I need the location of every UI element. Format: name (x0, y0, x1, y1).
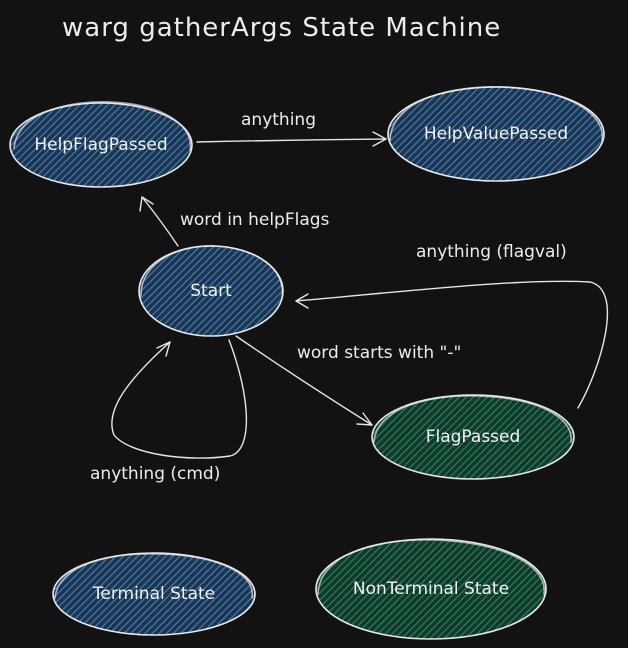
legend-terminal-label: Terminal State (92, 584, 215, 604)
edge-label-anything: anything (241, 110, 316, 130)
node-help-flag-passed: HelpFlagPassed (9, 100, 193, 188)
edge-label-anything-cmd: anything (cmd) (90, 464, 220, 484)
node-start: Start (138, 245, 284, 337)
edge-helpflag-to-helpvalue (196, 131, 387, 147)
edge-label-word-starts-with-dash: word starts with "-" (297, 343, 461, 363)
edge-start-self-loop (111, 339, 248, 459)
start-label: Start (190, 281, 232, 301)
legend-nonterminal-state: NonTerminal State (315, 538, 547, 640)
legend: Terminal State NonTerminal State (52, 538, 547, 640)
legend-nonterminal-label: NonTerminal State (353, 579, 509, 599)
edge-start-to-helpflag (139, 196, 179, 247)
help-value-passed-label: HelpValuePassed (424, 124, 568, 144)
edge-flagpassed-to-start (295, 280, 609, 409)
help-flag-passed-label: HelpFlagPassed (34, 135, 167, 155)
node-flag-passed: FlagPassed (371, 394, 575, 480)
edges (111, 131, 609, 459)
diagram-title: warg gatherArgs State Machine (62, 13, 501, 43)
node-help-value-passed: HelpValuePassed (387, 86, 605, 182)
flag-passed-label: FlagPassed (426, 427, 521, 447)
legend-terminal-state: Terminal State (52, 552, 256, 636)
edge-start-to-flagpassed (235, 335, 373, 426)
edge-label-word-in-help-flags: word in helpFlags (180, 210, 330, 230)
edge-label-anything-flagval: anything (flagval) (416, 242, 567, 262)
